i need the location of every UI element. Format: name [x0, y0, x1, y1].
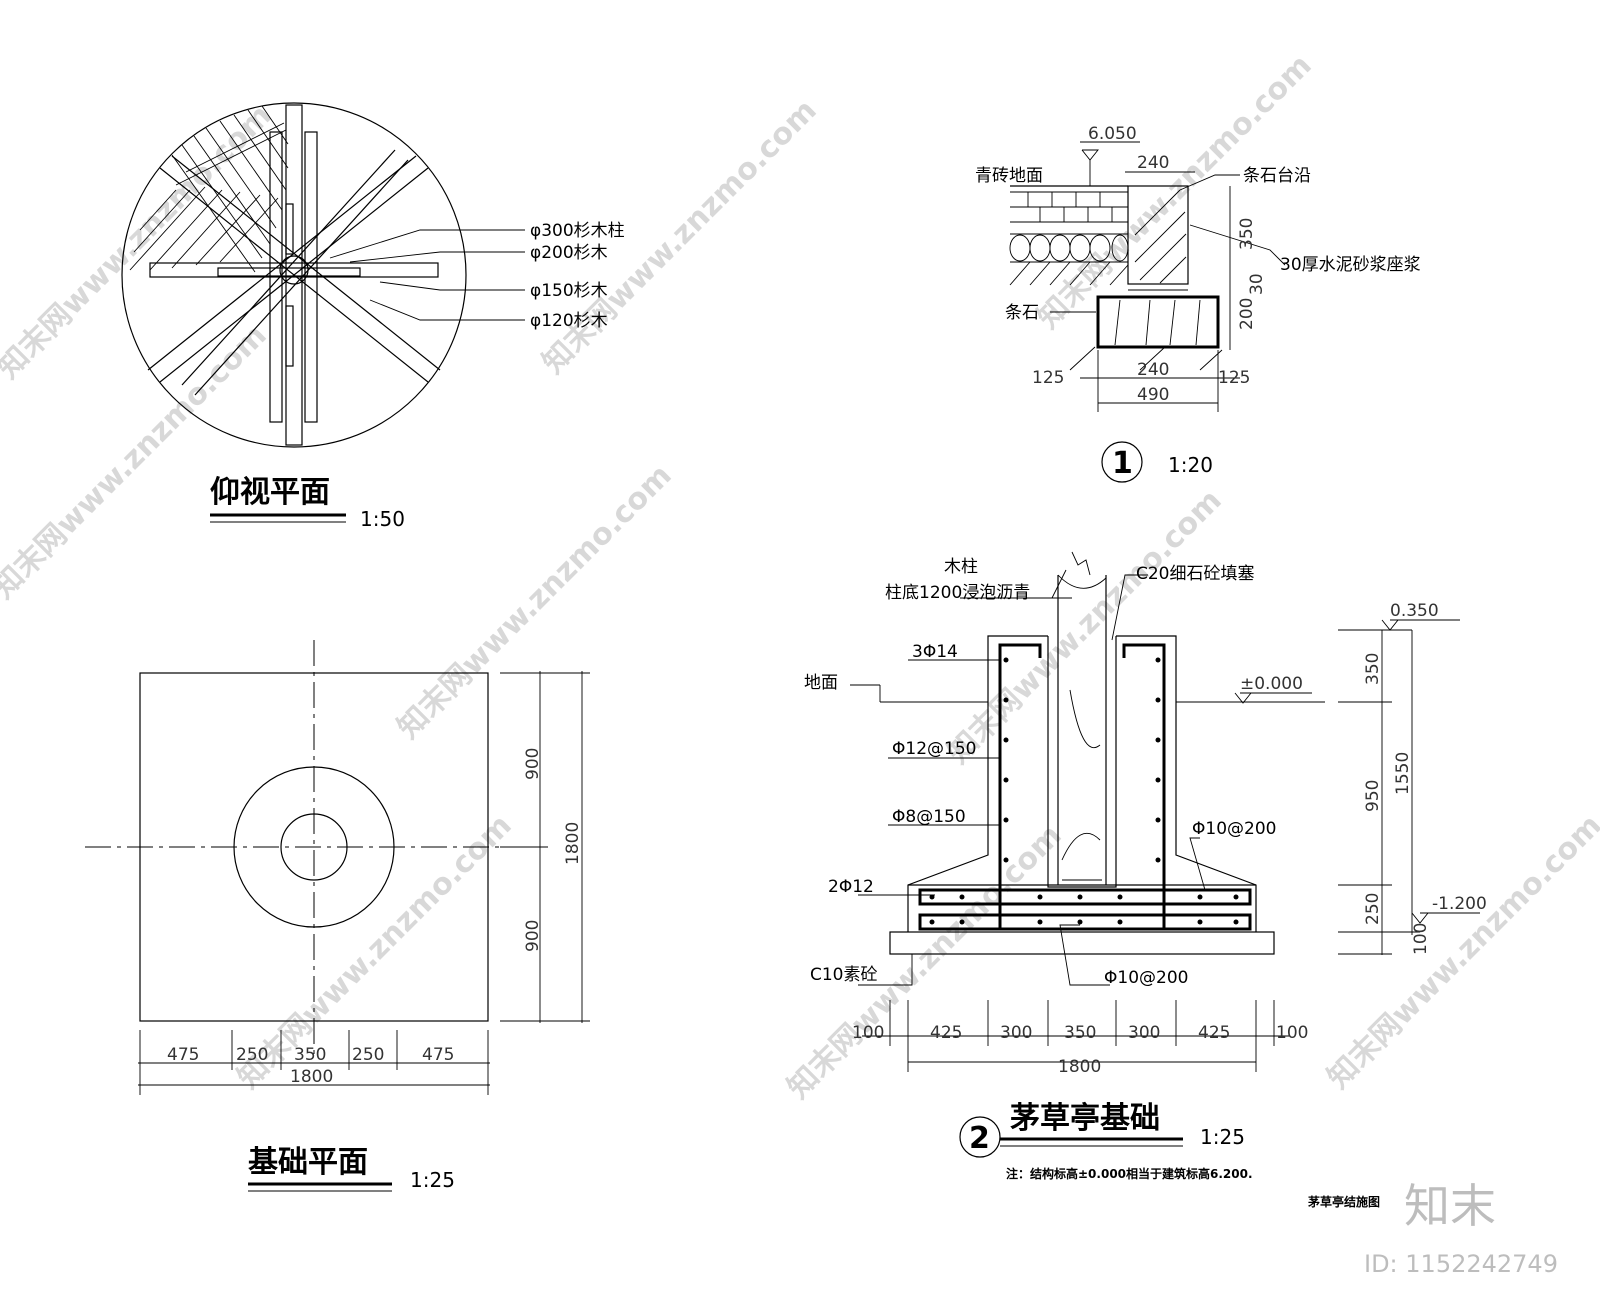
detail2-label-base: C10素砼 — [810, 965, 878, 985]
detail1-label-curb: 条石台沿 — [1243, 166, 1311, 186]
detail2-label-column-note: 柱底1200浸泡沥青 — [885, 583, 1030, 603]
fplan-dim-v-2: 900 — [523, 920, 543, 952]
detail1-dim-125a: 125 — [1032, 368, 1064, 388]
bottom-view-plan: φ300杉木柱 φ200杉木 φ150杉木 φ120杉木 仰视平面 1:50 — [121, 102, 625, 531]
detail1-dim-200: 200 — [1237, 298, 1257, 330]
brand-id: ID: 1152242749 — [1364, 1250, 1558, 1278]
detail2-label-bar-b3: Φ10@200 — [1104, 968, 1188, 988]
fplan-dim-h-3: 350 — [294, 1045, 326, 1065]
detail2-dim-v-100: 100 — [1411, 923, 1431, 955]
detail1-number: 1 — [1112, 446, 1133, 481]
watermark-8: 知末网www.znzmo.com — [781, 818, 1069, 1106]
detail-1: 6.050 — [975, 124, 1421, 483]
detail1-dim-350: 350 — [1237, 218, 1257, 250]
detail1-dim-490: 490 — [1137, 385, 1169, 405]
watermark-4: 知末网www.znzmo.com — [0, 318, 274, 606]
detail2-label-column: 木柱 — [944, 557, 978, 577]
detail1-dim-125b: 125 — [1218, 368, 1250, 388]
detail2-dim-v-350: 350 — [1363, 653, 1383, 685]
fplan-dim-h-1: 475 — [167, 1045, 199, 1065]
detail2-label-fill: C20细石砼填塞 — [1136, 564, 1255, 584]
detail2-dim-v-950: 950 — [1363, 780, 1383, 812]
fplan-dim-h-total: 1800 — [290, 1067, 333, 1087]
detail2-dim-h-6: 425 — [1198, 1023, 1230, 1043]
fplan-scale: 1:25 — [410, 1168, 455, 1192]
watermark-5: 知末网www.znzmo.com — [391, 458, 679, 746]
sheet-title: 茅草亭结施图 — [1308, 1194, 1380, 1209]
detail2-title: 茅草亭基础 — [1010, 1101, 1160, 1136]
detail2-label-bar-b1: 2Φ12 — [828, 877, 874, 897]
label-timber-120: φ120杉木 — [530, 311, 608, 331]
fplan-dim-v-1: 900 — [523, 748, 543, 780]
detail2-label-bar-b2: Φ10@200 — [1192, 819, 1276, 839]
label-timber-150: φ150杉木 — [530, 281, 608, 301]
bottom-plan-scale: 1:50 — [360, 507, 405, 531]
detail2-dim-v-total: 1550 — [1393, 752, 1413, 795]
detail2-dim-h-2: 425 — [930, 1023, 962, 1043]
fplan-dim-h-2: 250 — [236, 1045, 268, 1065]
detail1-label-floor: 青砖地面 — [975, 166, 1043, 186]
detail2-elev-ground: ±0.000 — [1240, 674, 1303, 694]
detail2-dim-h-4: 350 — [1064, 1023, 1096, 1043]
detail2-label-ground: 地面 — [804, 673, 838, 693]
fplan-dim-h-5: 475 — [422, 1045, 454, 1065]
detail2-dim-h-3: 300 — [1000, 1023, 1032, 1043]
watermark-6: 知末网www.znzmo.com — [941, 483, 1229, 771]
detail2-label-bar-top: 3Φ14 — [912, 642, 958, 662]
detail2-dim-h-7: 100 — [1276, 1023, 1308, 1043]
brand-logo: 知末 — [1404, 1179, 1496, 1233]
foundation-plan: 475 250 350 250 475 1800 900 900 1800 基础… — [85, 640, 590, 1192]
label-timber-200: φ200杉木 — [530, 243, 608, 263]
detail2-label-bar-v: Φ12@150 — [892, 739, 976, 759]
detail2-scale: 1:25 — [1200, 1125, 1245, 1149]
fplan-dim-v-total: 1800 — [563, 822, 583, 865]
detail2-number: 2 — [969, 1121, 990, 1156]
fplan-dim-h-4: 250 — [352, 1045, 384, 1065]
label-column-300: φ300杉木柱 — [530, 221, 625, 241]
detail2-dim-h-total: 1800 — [1058, 1057, 1101, 1077]
detail2-dim-h-1: 100 — [852, 1023, 884, 1043]
detail2-elev-bottom: -1.200 — [1432, 894, 1487, 914]
detail1-scale: 1:20 — [1168, 453, 1213, 477]
detail1-elevation: 6.050 — [1088, 124, 1137, 144]
fplan-title: 基础平面 — [248, 1145, 368, 1180]
detail2-dim-v-250: 250 — [1363, 893, 1383, 925]
detail1-dim-240: 240 — [1137, 360, 1169, 380]
detail-2: ±0.000 0.350 -1.200 350 950 250 100 1550 — [804, 551, 1487, 1209]
detail1-dim-top: 240 — [1137, 153, 1169, 173]
detail1-label-stone: 条石 — [1005, 303, 1039, 323]
detail2-label-bar-h: Φ8@150 — [892, 807, 966, 827]
detail1-dim-30: 30 — [1247, 273, 1267, 295]
watermarks: 知末网www.znzmo.com 知末网www.znzmo.com 知末网www… — [0, 48, 1600, 1106]
detail2-note: 注：结构标高±0.000相当于建筑标高6.200. — [1006, 1166, 1253, 1181]
watermark-9: 知末网www.znzmo.com — [1321, 808, 1600, 1096]
bottom-plan-title: 仰视平面 — [210, 475, 330, 510]
detail2-elev-top: 0.350 — [1390, 601, 1439, 621]
detail1-label-mortar: 30厚水泥砂浆座浆 — [1280, 255, 1421, 275]
detail2-dim-h-5: 300 — [1128, 1023, 1160, 1043]
